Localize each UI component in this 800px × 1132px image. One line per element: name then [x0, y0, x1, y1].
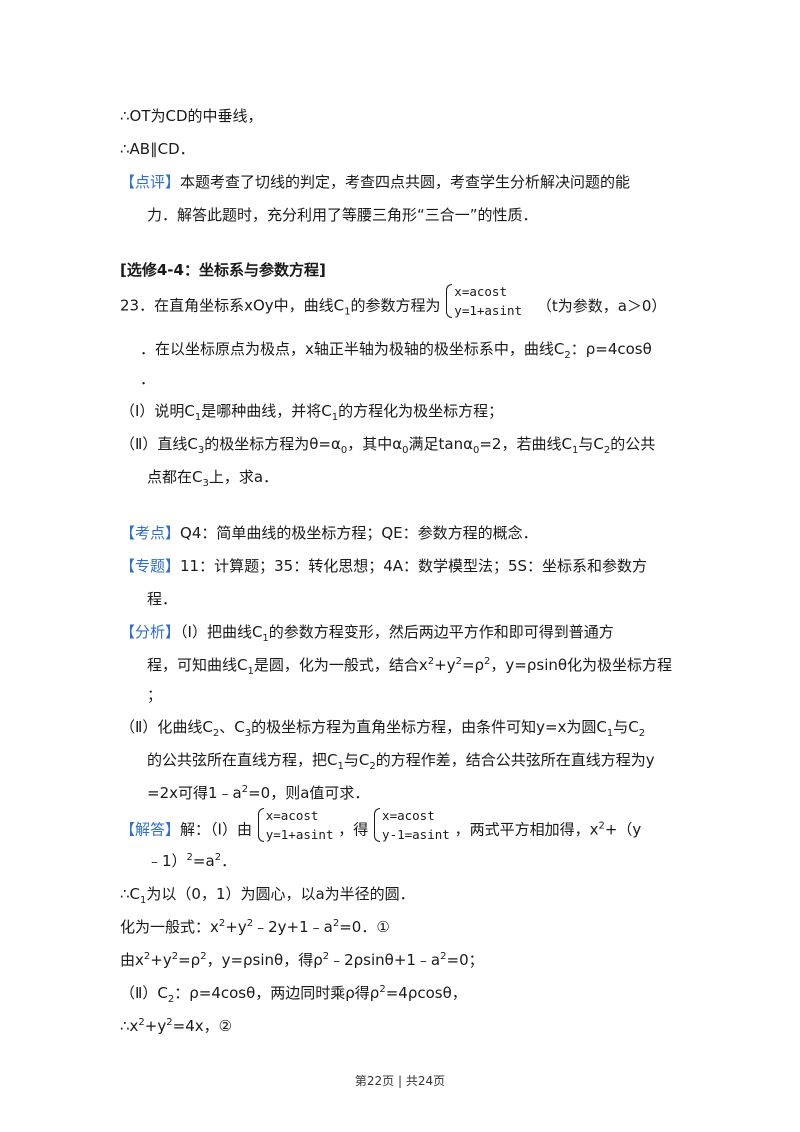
fenxi: 【分析】（Ⅰ）把曲线C1的参数方程变形，然后两边平方作和即可得到普通方	[120, 623, 614, 644]
text-line: ∴x2+y2=4x，②	[120, 1017, 233, 1035]
text-line: 点都在C3上，求a．	[147, 468, 279, 489]
part-2: （Ⅱ）直线C3的极坐标方程为θ=α0，其中α0满足tanα0=2，若曲线C1与C…	[120, 435, 656, 456]
fenxi-2: （Ⅱ）化曲线C2、C3的极坐标方程为直角坐标方程，由条件可知y=x为圆C1与C2	[120, 718, 646, 739]
text-line: （Ⅱ）C2：ρ=4cosθ，两边同时乘ρ得ρ2=4ρcosθ，	[120, 984, 467, 1005]
zhuanti: 【专题】11：计算题；35：转化思想；4A：数学模型法；5S：坐标系和参数方	[120, 557, 648, 575]
text-line: 的公共弦所在直线方程，把C1与C2的方程作差，结合公共弦所在直线方程为y	[147, 751, 655, 772]
text-line: ﹣1）2=a2．	[147, 852, 237, 870]
comment-line: 【点评】本题考查了切线的判定，考查四点共圆，考查学生分析解决问题的能	[120, 173, 631, 191]
text-line: ∴C1为以（0，1）为圆心，以a为半径的圆．	[120, 885, 415, 906]
part-1: （Ⅰ）说明C1是哪种曲线，并将C1的方程化为极坐标方程；	[120, 402, 504, 423]
text-line: 程．	[147, 590, 178, 608]
text-line: 力．解答此题时，充分利用了等腰三角形“三合一”的性质．	[147, 206, 538, 224]
text-line: 化为一般式：x2+y2﹣2y+1﹣a2=0．①	[120, 918, 390, 936]
text-line: ．	[140, 370, 156, 388]
text-line: ．在以坐标原点为极点，x轴正半轴为极轴的极坐标系中，曲线C2：ρ=4cosθ	[140, 340, 652, 361]
text-line: =2x可得1﹣a2=0，则a值可求．	[147, 784, 370, 802]
section-heading: [选修4-4：坐标系与参数方程]	[120, 261, 326, 279]
text-line: ；	[147, 686, 163, 704]
text-line: ∴AB∥CD．	[120, 140, 195, 158]
text-line: ∴OT为CD的中垂线，	[120, 107, 263, 125]
text-line: 程，可知曲线C1是圆，化为一般式，结合x2+y2=ρ2，y=ρsinθ化为极坐标…	[147, 656, 673, 677]
kaodian: 【考点】Q4：简单曲线的极坐标方程；QE：参数方程的概念．	[120, 524, 538, 542]
text-line: 由x2+y2=ρ2，y=ρsinθ，得ρ2﹣2ρsinθ+1﹣a2=0；	[120, 951, 484, 969]
page-footer: 第22页 | 共24页	[354, 1074, 446, 1088]
